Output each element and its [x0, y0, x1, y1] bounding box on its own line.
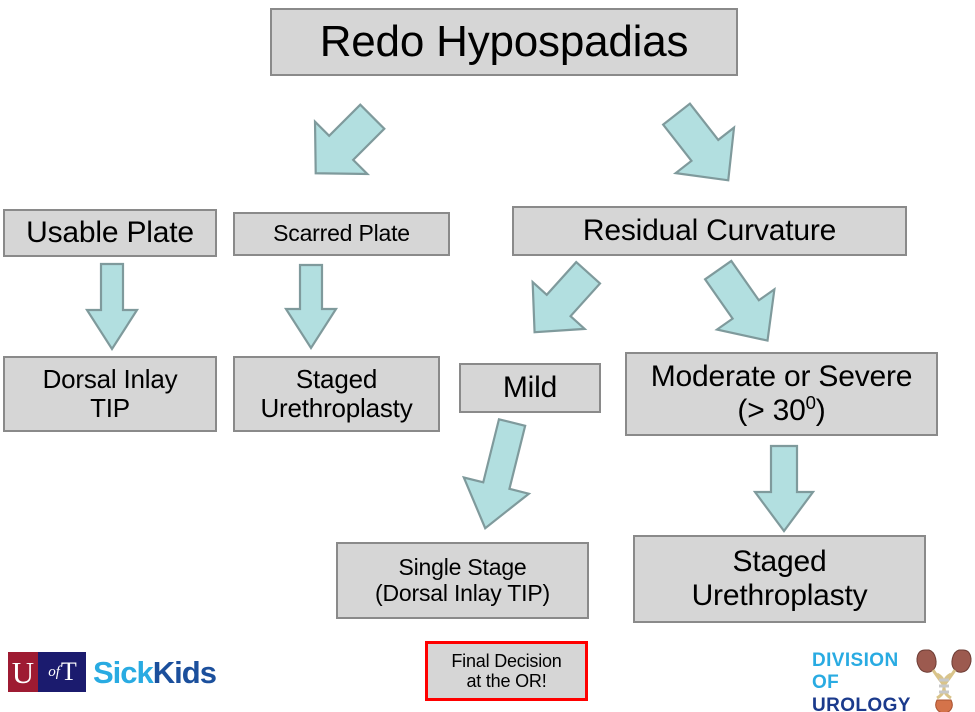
arrow-scarred-to-staged	[283, 263, 339, 351]
arrow-residual-to-mild	[508, 258, 613, 350]
node-single-stage-line2: (Dorsal Inlay TIP)	[375, 579, 550, 606]
urology-line-division-of: DIVISION OF	[812, 649, 899, 694]
node-dorsal-inlay-tip[interactable]: Dorsal Inlay TIP	[3, 356, 217, 432]
arrow-residual-to-moderate	[692, 258, 797, 356]
node-moderate-severe-prefix: (> 30	[737, 394, 806, 427]
node-staged-urethroplasty-right-line1: Staged	[732, 545, 827, 579]
arrow-root-to-usable-scarred	[289, 103, 399, 188]
urology-wordmark: DIVISION OF UROLOGY	[812, 650, 911, 712]
node-mild-label: Mild	[502, 371, 558, 405]
uoft-logo-of: of	[48, 663, 60, 680]
node-scarred-plate-label: Scarred Plate	[273, 220, 410, 247]
node-single-stage-line1: Single Stage	[398, 553, 527, 580]
urology-line-urology: UROLOGY	[812, 694, 911, 712]
node-mild[interactable]: Mild	[459, 363, 601, 413]
node-final-decision-line1: Final Decision	[451, 650, 562, 671]
node-moderate-severe-suffix: )	[815, 394, 826, 427]
node-staged-urethroplasty-left-line1: Staged	[295, 363, 378, 394]
node-staged-urethroplasty-left-line2: Urethroplasty	[260, 393, 413, 423]
node-final-decision-line2: at the OR!	[466, 671, 547, 691]
uoft-logo-u: U	[8, 652, 38, 692]
degree-symbol: 0	[805, 392, 816, 413]
uoft-logo-t: T	[60, 657, 77, 686]
sickkids-wordmark: SickKids	[93, 654, 217, 690]
node-usable-plate[interactable]: Usable Plate	[3, 209, 217, 257]
arrow-mild-to-single-stage	[452, 417, 547, 536]
logo-division-of-urology: DIVISION OF UROLOGY	[812, 648, 975, 712]
arrow-moderate-to-staged	[752, 444, 816, 534]
node-dorsal-inlay-tip-line1: Dorsal Inlay	[42, 363, 178, 394]
node-redo-hypospadias-label: Redo Hypospadias	[319, 17, 689, 67]
kidney-dna-helix-icon	[913, 642, 975, 712]
sickkids-part-kids: Kids	[152, 654, 217, 690]
node-dorsal-inlay-tip-line2: TIP	[90, 393, 130, 423]
node-final-decision[interactable]: Final Decision at the OR!	[425, 641, 588, 701]
sickkids-part-sick: Sick	[93, 654, 154, 690]
node-moderate-or-severe-line1: Moderate or Severe	[650, 360, 913, 394]
arrow-root-to-residual	[648, 102, 758, 193]
node-moderate-or-severe[interactable]: Moderate or Severe (> 300)	[625, 352, 938, 436]
node-staged-urethroplasty-left[interactable]: Staged Urethroplasty	[233, 356, 440, 432]
node-single-stage[interactable]: Single Stage (Dorsal Inlay TIP)	[336, 542, 589, 619]
node-redo-hypospadias[interactable]: Redo Hypospadias	[270, 8, 738, 76]
node-residual-curvature-label: Residual Curvature	[582, 214, 837, 248]
node-moderate-or-severe-line2: (> 300)	[737, 392, 826, 427]
node-residual-curvature[interactable]: Residual Curvature	[512, 206, 907, 256]
node-scarred-plate[interactable]: Scarred Plate	[233, 212, 450, 256]
node-usable-plate-label: Usable Plate	[26, 216, 194, 250]
node-staged-urethroplasty-right-line2: Urethroplasty	[691, 579, 868, 612]
node-staged-urethroplasty-right[interactable]: Staged Urethroplasty	[633, 535, 926, 623]
arrow-usable-to-dorsal-inlay	[84, 262, 140, 352]
